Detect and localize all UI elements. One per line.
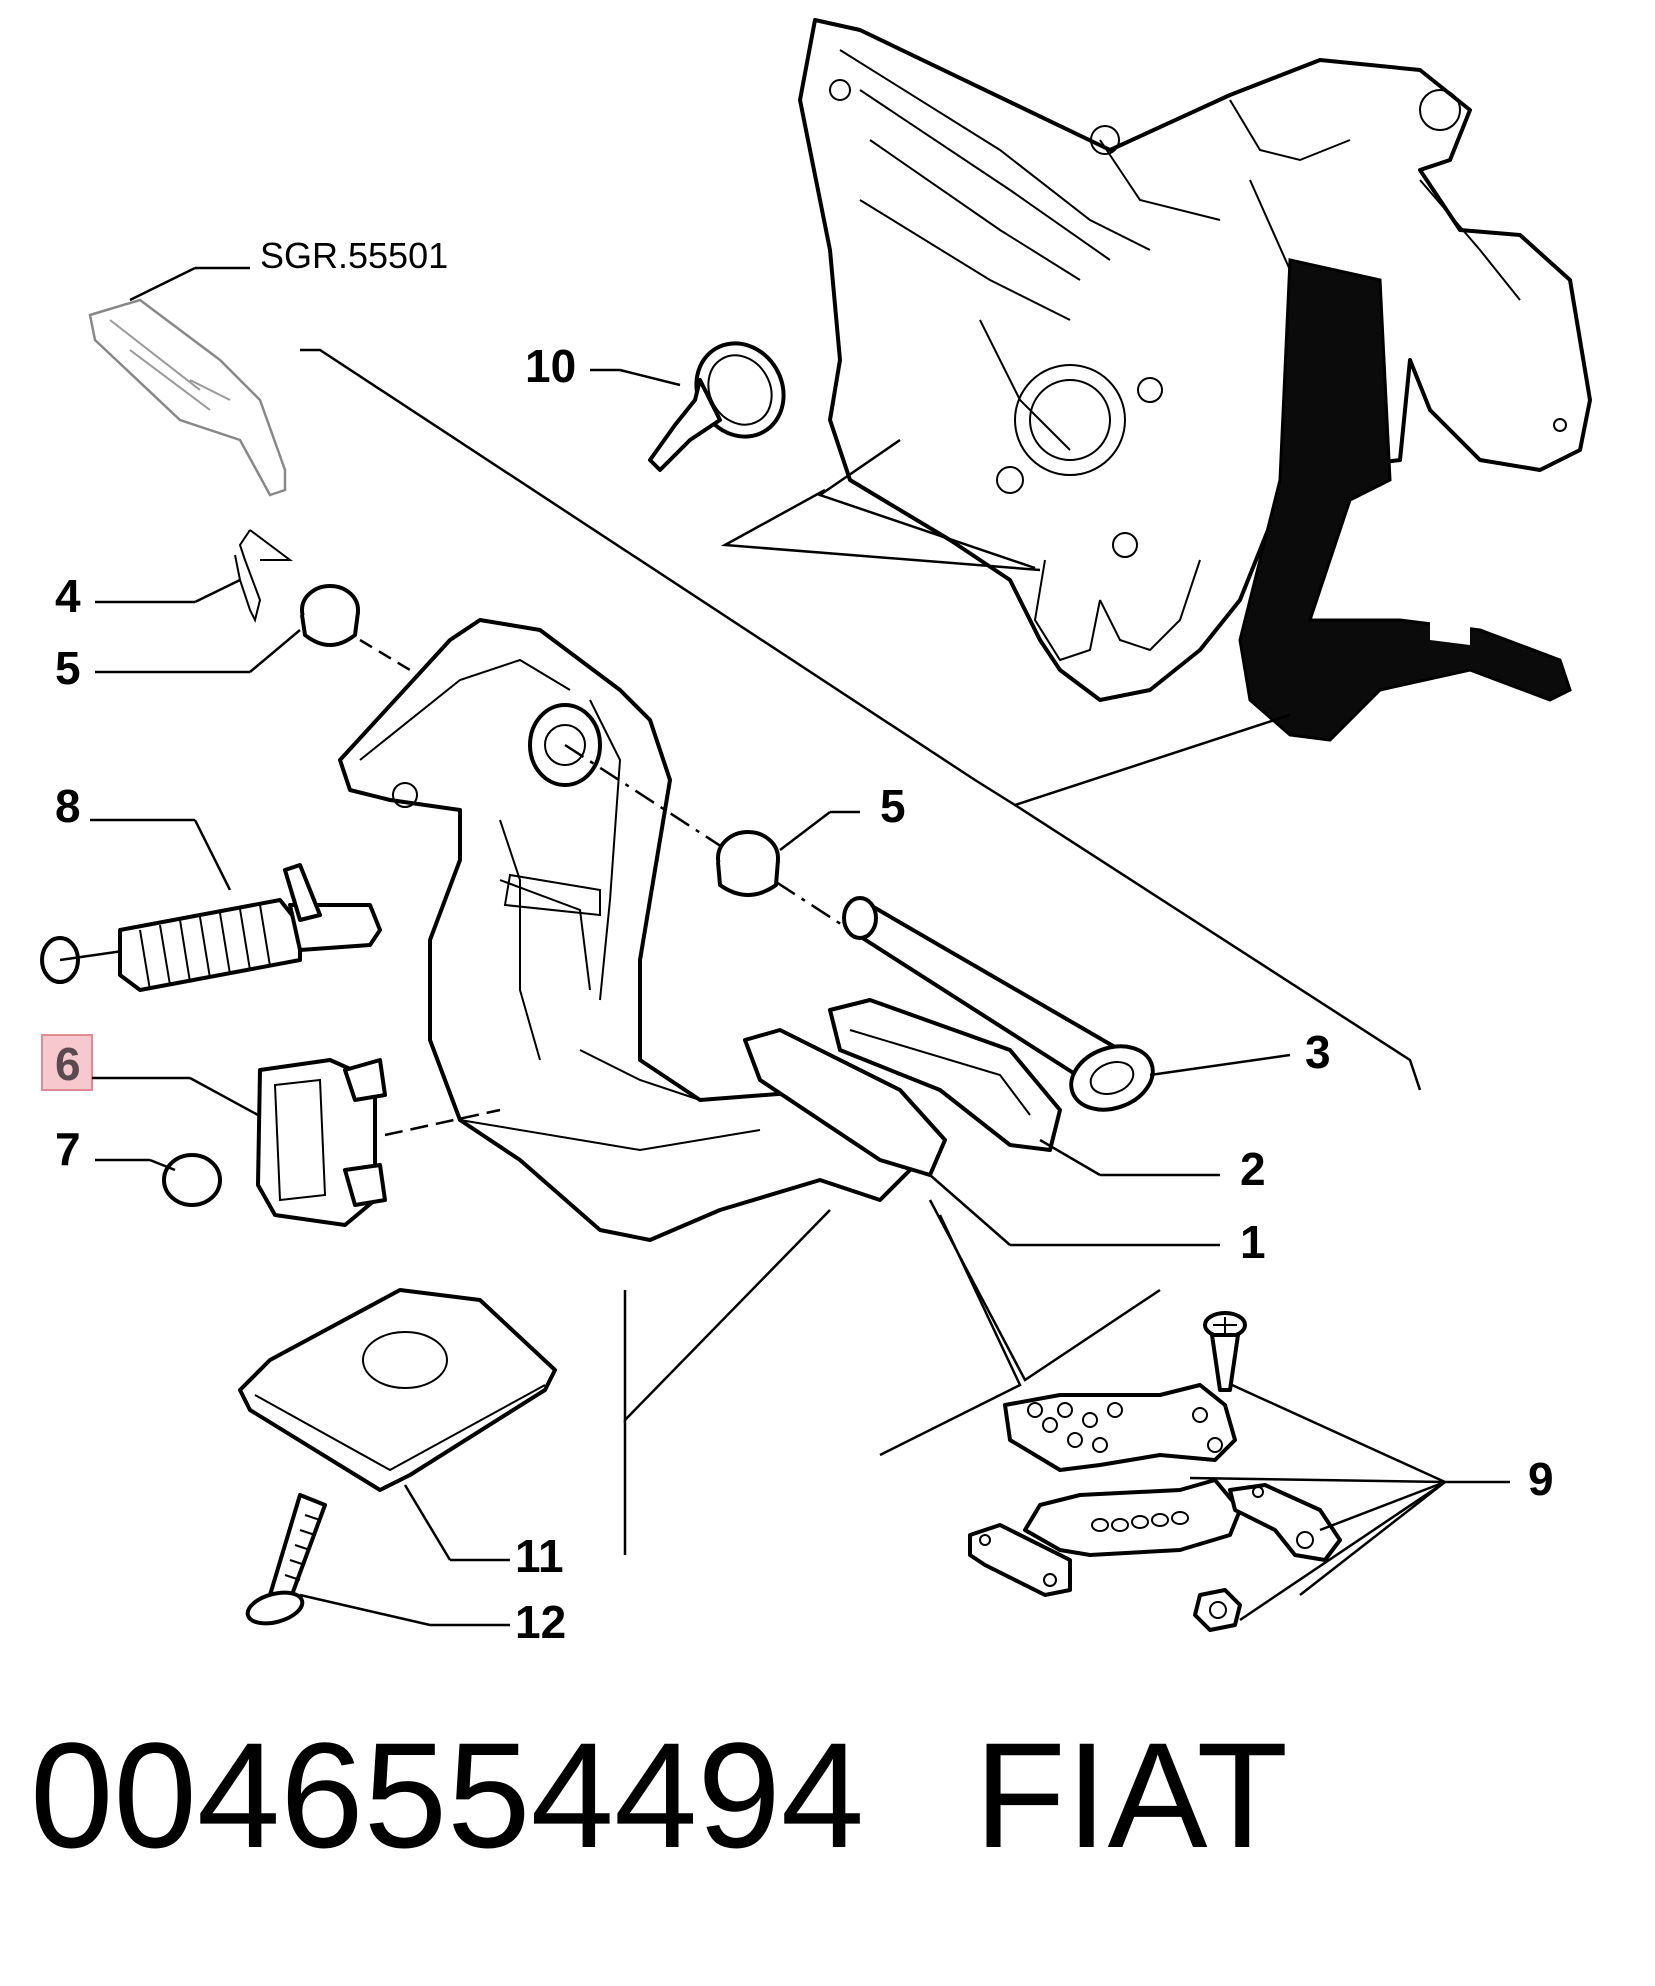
bushing-5-upper — [95, 584, 411, 674]
fastening-kit-9 — [968, 1311, 1510, 1632]
stop-light-switch — [88, 266, 287, 497]
group-leader — [879, 1214, 1022, 1457]
callout-1: 1 — [1240, 1216, 1266, 1268]
callout-5-upper: 5 — [55, 642, 81, 694]
callout-4: 4 — [55, 570, 81, 622]
part-number: 0046554494 — [30, 1711, 865, 1879]
return-spring-8 — [40, 818, 382, 992]
assembly-leader — [1014, 803, 1422, 1091]
brand-name: FIAT — [974, 1711, 1289, 1879]
pedal-pad-11 — [238, 1288, 557, 1562]
screw-12 — [245, 1493, 510, 1627]
callout-9: 9 — [1528, 1453, 1554, 1505]
callout-8: 8 — [55, 780, 81, 832]
pedal-bracket-assembly — [798, 18, 1592, 742]
pedal-lever — [338, 618, 1062, 1242]
callout-10: 10 — [525, 340, 576, 392]
callout-6: 6 — [55, 1038, 81, 1090]
reference-label: SGR.55501 — [260, 235, 448, 276]
exploded-parts-diagram: SGR.55501 10 4 5 — [40, 18, 1592, 1648]
callout-5-lower: 5 — [880, 780, 906, 832]
highlight-box-6 — [41, 1034, 93, 1091]
callout-11: 11 — [515, 1530, 564, 1582]
callout-7: 7 — [55, 1123, 81, 1175]
group-leader — [928, 1199, 1161, 1382]
callout-2: 2 — [1240, 1143, 1266, 1195]
assembly-leader — [720, 488, 1041, 572]
bushing-5-lower — [716, 810, 860, 897]
assembly-leader — [300, 348, 1291, 807]
group-leader — [623, 1209, 831, 1424]
callout-3: 3 — [1305, 1026, 1331, 1078]
leader-2 — [1039, 1138, 1101, 1177]
pivot-pin-10 — [590, 341, 786, 472]
switch-bracket-6 — [92, 1058, 501, 1227]
leader-1 — [929, 1174, 1011, 1246]
assembly-leader — [817, 438, 1036, 570]
hairpin-clip-4 — [95, 529, 293, 623]
cap-7 — [95, 1153, 222, 1207]
callout-12: 12 — [515, 1596, 566, 1648]
pedal-shaft-3 — [842, 896, 1291, 1112]
